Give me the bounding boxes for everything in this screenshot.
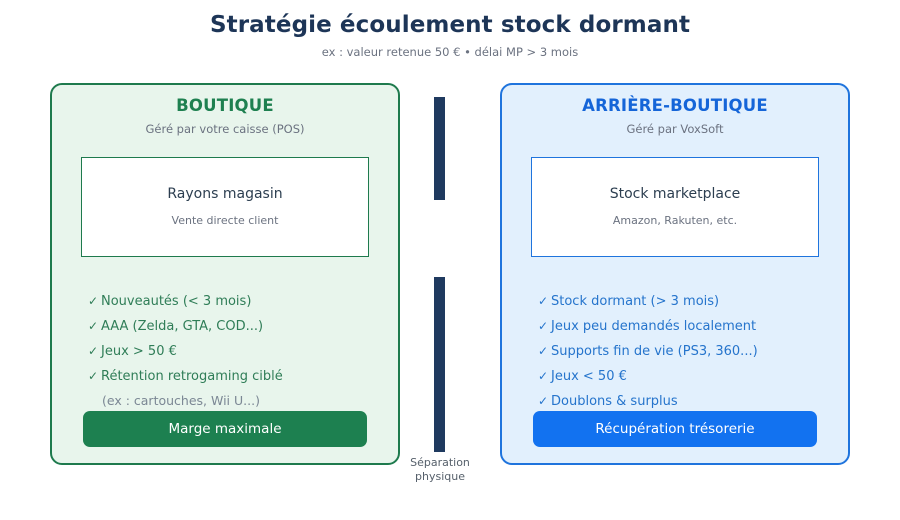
list-item-label: Rétention retrogaming ciblé [101,369,283,384]
list-item-label: Jeux > 50 € [101,344,177,359]
separator-label-line-1: Séparation [410,456,470,469]
marketplace-channel-subtitle: Amazon, Rakuten, etc. [612,214,738,227]
list-item: ✓Nouveautés (< 3 mois) [88,289,388,314]
list-item-label: Stock dormant (> 3 mois) [551,294,720,309]
boutique-channel-box: Rayons magasin Vente directe client [81,157,369,257]
page-title: Stratégie écoulement stock dormant [209,12,691,38]
check-icon: ✓ [538,394,549,408]
check-icon: ✓ [538,369,549,383]
recuperation-tresorerie-button[interactable]: Récupération trésorerie [533,411,817,447]
boutique-channel-title: Rayons magasin [167,186,283,202]
page-header: Stratégie écoulement stock dormant ex : … [0,10,900,60]
check-icon: ✓ [538,319,549,333]
divider-segment [434,277,445,452]
check-icon: ✓ [88,319,99,333]
marketplace-criteria-list: ✓Stock dormant (> 3 mois) ✓Jeux peu dema… [538,289,838,414]
list-item: ✓Doublons & surplus [538,389,838,414]
marketplace-channel-title: Stock marketplace [609,186,741,202]
physical-separation-divider [434,97,445,452]
panel-arriere-boutique: ARRIÈRE-BOUTIQUE Géré par VoxSoft Stock … [500,83,850,465]
panel-boutique-subtitle: Géré par votre caisse (POS) [145,122,305,136]
list-item: ✓Jeux < 50 € [538,364,838,389]
marketplace-channel-box: Stock marketplace Amazon, Rakuten, etc. [531,157,819,257]
page-subtitle: ex : valeur retenue 50 € • délai MP > 3 … [321,45,579,59]
boutique-channel-subtitle: Vente directe client [171,214,279,227]
list-item: ✓AAA (Zelda, GTA, COD...) [88,314,388,339]
list-item-label: Supports fin de vie (PS3, 360...) [551,344,758,359]
list-item-label: Jeux < 50 € [551,369,627,384]
list-item-label: Doublons & surplus [551,394,678,409]
physical-separation-label: Séparation physique [395,456,485,484]
check-icon: ✓ [538,294,549,308]
check-icon: ✓ [88,344,99,358]
list-item: ✓Jeux > 50 € [88,339,388,364]
panel-arriere-boutique-subtitle: Géré par VoxSoft [626,122,724,136]
panel-arriere-boutique-title: ARRIÈRE-BOUTIQUE [582,96,768,115]
list-item-label: AAA (Zelda, GTA, COD...) [101,319,264,334]
list-item-note: (ex : cartouches, Wii U...) [102,393,260,408]
panel-boutique-title: BOUTIQUE [176,96,274,115]
check-icon: ✓ [88,369,99,383]
marge-maximale-button[interactable]: Marge maximale [83,411,367,447]
list-item-label: Jeux peu demandés localement [551,319,757,334]
list-item-label: Nouveautés (< 3 mois) [101,294,252,309]
panel-boutique: BOUTIQUE Géré par votre caisse (POS) Ray… [50,83,400,465]
separator-label-line-2: physique [415,470,465,483]
list-item: ✓Supports fin de vie (PS3, 360...) [538,339,838,364]
check-icon: ✓ [88,294,99,308]
list-item: ✓Rétention retrogaming ciblé [88,364,388,389]
check-icon: ✓ [538,344,549,358]
divider-segment [434,97,445,200]
list-item: ✓Stock dormant (> 3 mois) [538,289,838,314]
list-item: ✓Jeux peu demandés localement [538,314,838,339]
